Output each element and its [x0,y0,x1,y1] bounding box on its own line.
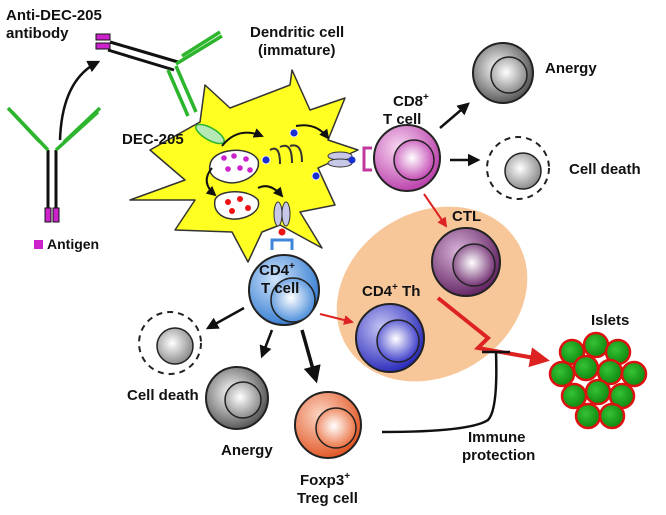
cd4-th-cell [355,303,425,373]
mhc-i-icon [327,151,356,168]
cd4-label: CD4+ [259,261,295,279]
cd8-label-line2: T cell [383,111,421,128]
anergy-bottom-label: Anergy [221,442,273,459]
inhibition-line [381,350,510,434]
foxp3-label: Foxp3+ [300,471,350,489]
cd8-t-cell [373,124,441,192]
antigen-swatch [34,240,43,249]
anergy-cell-bottom [205,366,269,430]
ctl-label: CTL [452,208,481,225]
protection-label: protection [462,447,535,464]
anergy-cell-top [472,42,534,104]
dendritic-sub-label: (immature) [258,42,336,59]
mhc-ii-icon [273,201,291,236]
er-organelle-icon [261,128,321,181]
dec205-receptor-icon [195,123,225,145]
cell-death-right-label: Cell death [569,161,641,178]
conjugate-antibody-icon [95,30,223,117]
cell-death-right [486,136,550,200]
antibody-label: antibody [6,25,69,42]
islets-label: Islets [591,312,629,329]
peptide-vesicle-icon [213,191,260,220]
immune-label: Immune [468,429,526,446]
cd4-tcr-icon [270,238,294,250]
pathway-arrows [205,102,481,384]
antigen-label: Antigen [47,236,99,252]
attack-arrow [436,296,550,368]
cd4-th-label: CD4+ Th [362,282,420,300]
cell-death-left [138,311,202,375]
cell-death-left-label: Cell death [127,387,199,404]
cd8-label: CD8+ [393,92,429,110]
treg-label: Treg cell [297,490,358,507]
anergy-top-label: Anergy [545,60,597,77]
dendritic-label: Dendritic cell [250,24,344,41]
effector-zone [336,206,528,382]
antigen-vesicle-icon [208,149,260,184]
treg-cell [294,391,362,459]
anti-dec205-label: Anti-DEC-205 [6,7,102,24]
conjugation-arrow [58,60,101,141]
effector-arrows [319,193,448,325]
cd4-label-line2: T cell [261,280,299,297]
islets-cluster [548,331,648,430]
ctl-cell [431,227,501,297]
antibody-icon [6,106,102,223]
dec205-label: DEC-205 [122,131,184,148]
cd8-tcr-icon [362,146,372,172]
cd4-t-cell [248,254,320,326]
internal-arrows [205,124,330,198]
